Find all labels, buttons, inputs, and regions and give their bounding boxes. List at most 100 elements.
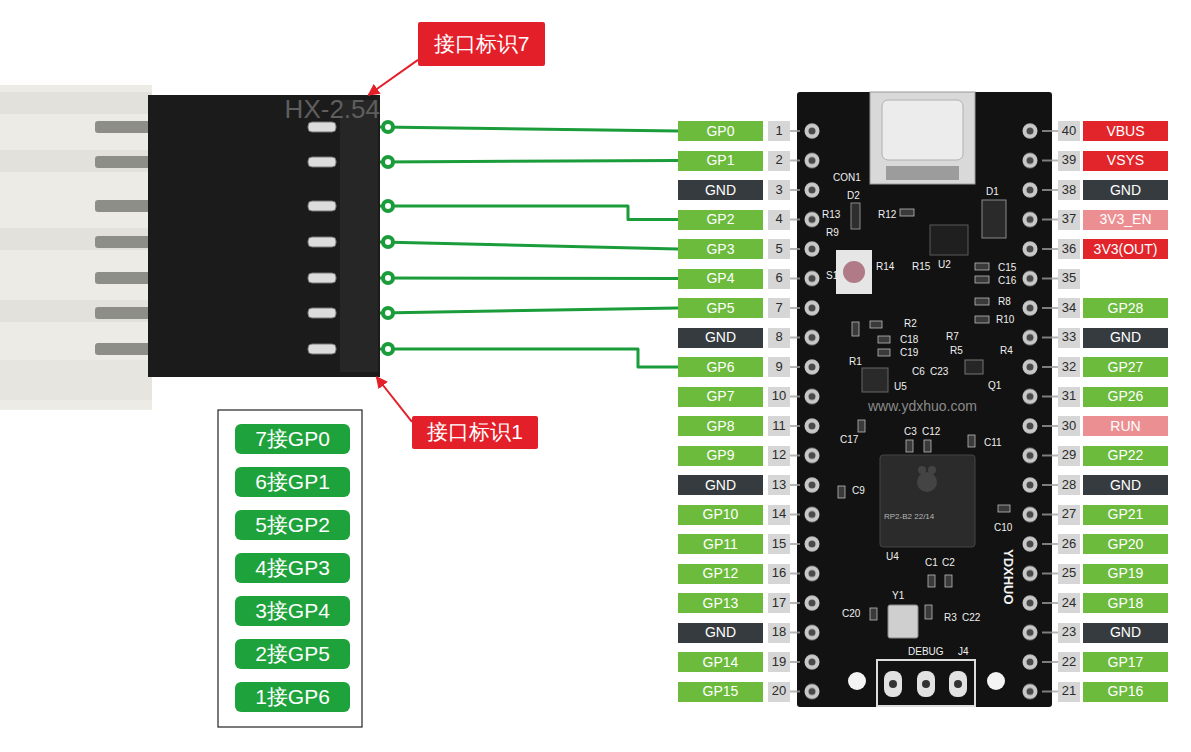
node-text: GP13 [703,595,739,611]
silkscreen-label: S1 [826,270,838,282]
pin-label: GP14 [678,652,763,672]
capacitor [878,336,890,343]
node-text: GP10 [703,506,739,522]
node-text: GP5 [706,300,734,316]
socket [308,237,336,247]
pin-dot [381,155,395,169]
node-text: GP7 [706,388,734,404]
pin-number: 15 [768,534,790,554]
node-text: VBUS [1106,123,1144,139]
node-text: 3V3_EN [1099,211,1151,227]
node-text: 39 [1062,153,1076,168]
node-text: 31 [1062,389,1076,404]
pin-label: GP22 [1083,446,1168,466]
node-text: GND [705,624,736,640]
node-text: 14 [772,507,786,522]
pin-label: GP12 [678,564,763,584]
cable-wire [95,236,153,248]
pin-number: 9 [768,357,790,377]
node-text: 26 [1062,537,1076,552]
capacitor [968,435,975,447]
pin-dot [381,342,395,356]
silkscreen-label: C18 [900,334,918,346]
node-text: 7 [775,301,782,316]
silkscreen-label: R15 [912,261,930,273]
pin-label: GP18 [1083,593,1168,613]
node-text: 9 [775,360,782,375]
pin-label: GP2 [678,210,763,230]
silkscreen-label: C20 [842,608,860,620]
socket [308,157,336,167]
node-text: 7接GP0 [255,427,330,451]
pin-label: GND [678,623,763,643]
node-text: 10 [772,389,786,404]
pin-label: GP26 [1083,387,1168,407]
silkscreen-label: D1 [986,186,999,198]
pin-number: 30 [1058,416,1080,436]
pin-dot [381,199,395,213]
pin-number: 28 [1058,475,1080,495]
pin-number: 40 [1058,121,1080,141]
node-text: GP22 [1108,447,1144,463]
pin-number: 33 [1058,328,1080,348]
mapping-pill: 4接GP3 [235,553,350,583]
silkscreen-label: R9 [826,227,839,239]
pin-label: VBUS [1083,121,1168,141]
pin-label: 3V3_EN [1083,210,1168,230]
node-text: GND [1110,624,1141,640]
mapping-pill: 7接GP0 [235,424,350,454]
pin-label: GP8 [678,416,763,436]
capacitor [878,349,890,356]
node-text: 5 [775,242,782,257]
silkscreen-label: C19 [900,347,918,359]
rp2040-chip [880,455,975,547]
button-cap [843,261,865,283]
node-text: 35 [1062,271,1076,286]
pin-wire [380,308,678,313]
node-text: 12 [772,448,786,463]
node-text: GND [1110,182,1141,198]
node-text: 18 [772,625,786,640]
node-text: GND [705,477,736,493]
pin-dot-center [385,124,391,130]
pin-number: 14 [768,505,790,525]
socket [308,308,336,318]
silkscreen-label: R4 [1000,345,1013,357]
node-text: 8 [775,330,782,345]
crystal [888,605,918,638]
socket [308,201,336,211]
boot-button [836,250,872,294]
pin-label: GP11 [678,534,763,554]
cable-wire [95,121,153,133]
pin-ticks [790,116,800,706]
pin-number: 4 [768,210,790,230]
node-text: GP28 [1108,300,1144,316]
pin-label: GND [678,328,763,348]
silkscreen-label: C16 [998,275,1016,287]
silkscreen-label: J4 [958,646,969,658]
capacitor [945,575,952,587]
node-text: 2 [775,153,782,168]
pin-dot-center [385,310,391,316]
resistor [900,209,914,216]
silkscreen-label: D2 [847,190,860,202]
capacitor [858,420,865,432]
pin-label: GP10 [678,505,763,525]
node-text: 23 [1062,625,1076,640]
silkscreen-label: Y1 [892,590,904,602]
silkscreen-label: R13 [822,209,840,221]
silkscreen-label: C2 [942,557,955,569]
silkscreen-label: U4 [886,551,899,563]
node-text: 20 [772,684,786,699]
connector-face [340,100,378,372]
node-text: 33 [1062,330,1076,345]
silkscreen-label: CON1 [833,172,861,184]
pin-label: 3V3(OUT) [1083,239,1168,259]
node-text: GND [705,182,736,198]
raspberry-logo [917,472,937,492]
node-text: 15 [772,537,786,552]
pin-wire [380,349,678,367]
mounting-hole [848,672,866,690]
